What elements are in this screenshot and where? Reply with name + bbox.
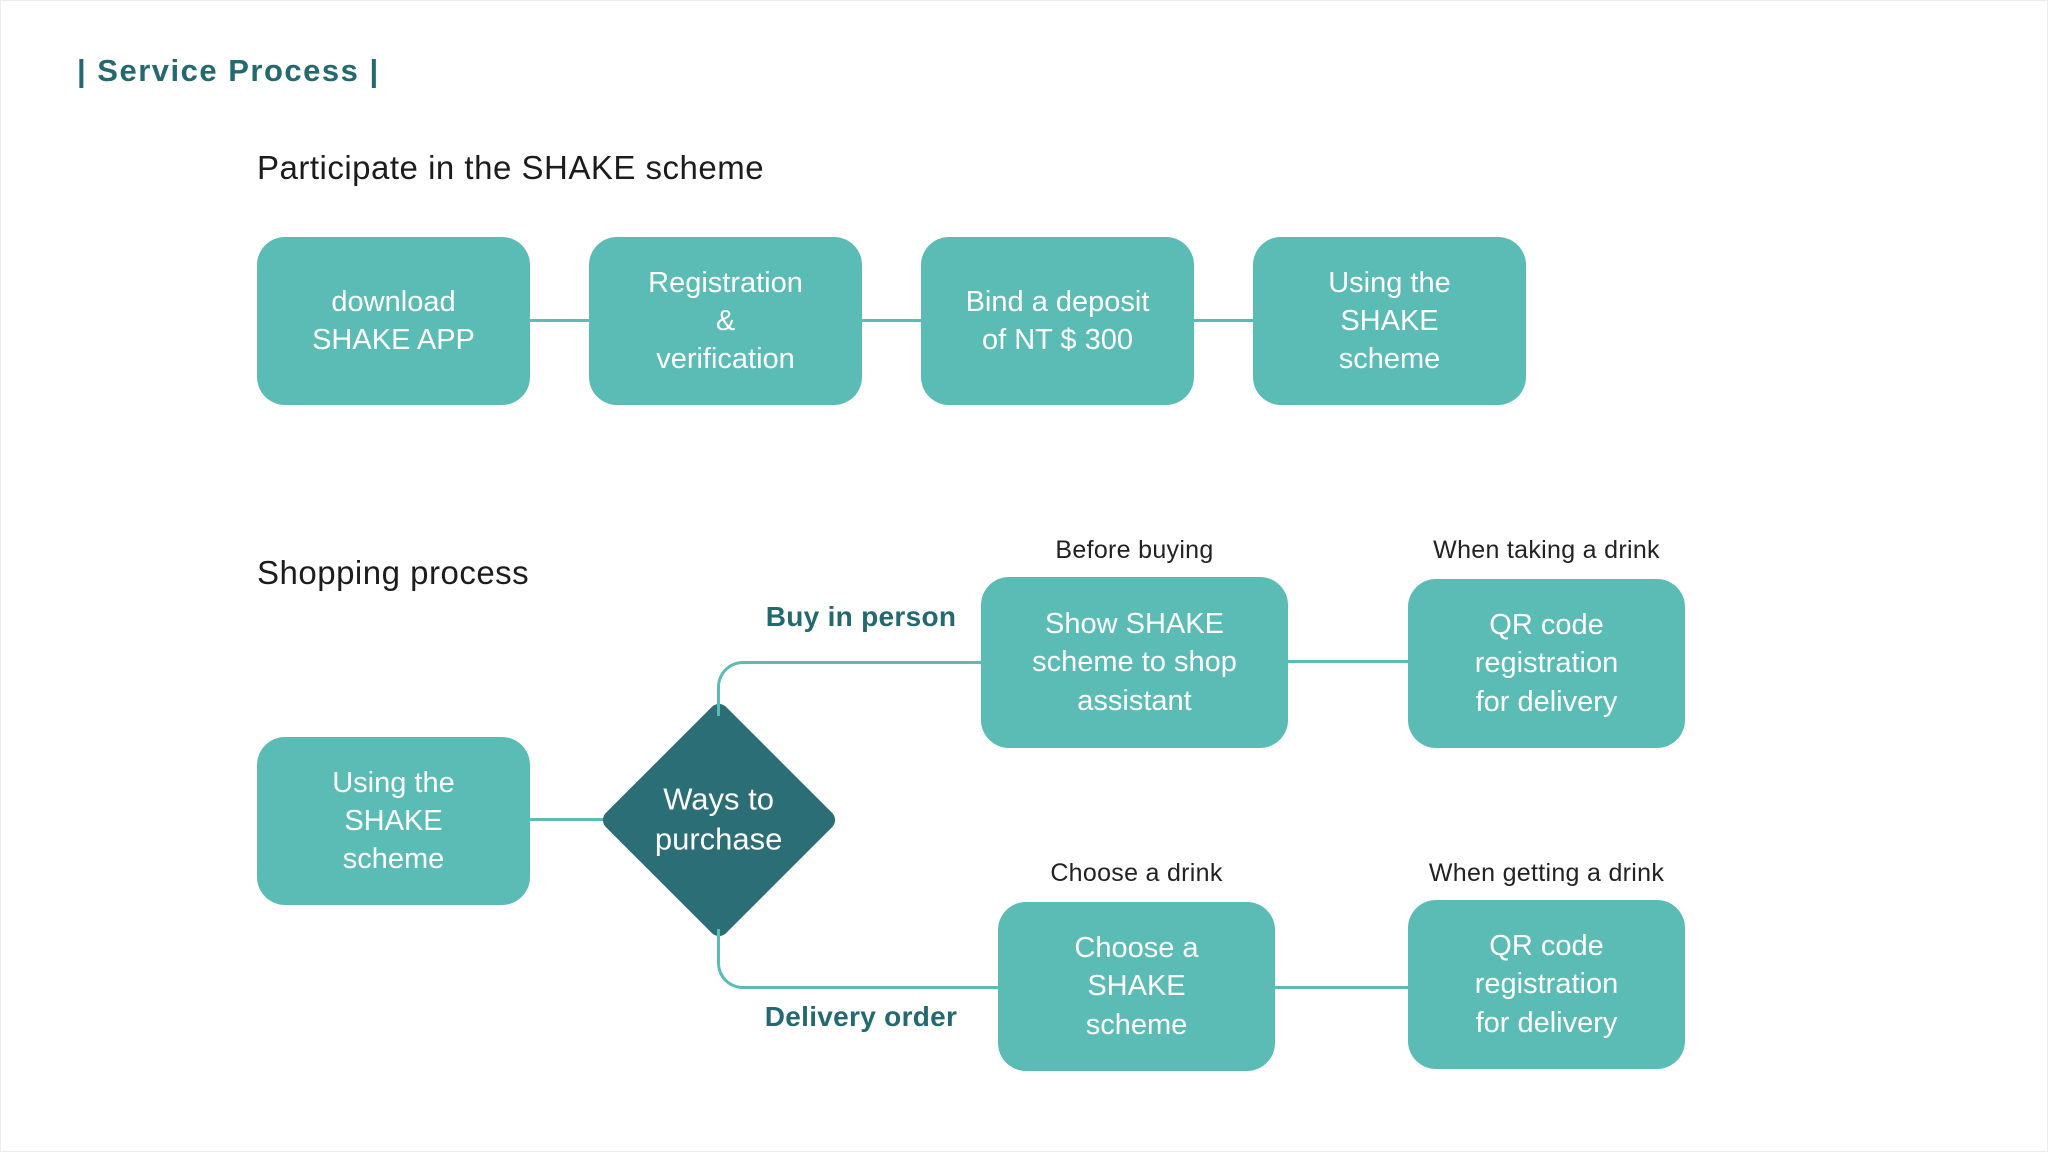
connector-line <box>1288 660 1408 663</box>
branch-label-buy-in-person: Buy in person <box>765 601 957 632</box>
page-title: | Service Process | <box>77 53 380 88</box>
flow1-step-registration: Registration & verification <box>589 237 862 405</box>
flow2-step-qr-bottom: QR code registration for delivery <box>1408 900 1685 1069</box>
flow2-step-qr-top: QR code registration for delivery <box>1408 579 1685 748</box>
flow2-heading: Shopping process <box>257 554 530 591</box>
flow2-step-choose-scheme: Choose a SHAKE scheme <box>998 902 1275 1071</box>
flow1-step-download: download SHAKE APP <box>257 237 530 405</box>
flow2-step-show-scheme: Show SHAKE scheme to shop assistant <box>981 577 1288 748</box>
connector-line <box>530 319 589 322</box>
branch-label-delivery-order: Delivery order <box>764 1001 958 1032</box>
flow2-start-box: Using the SHAKE scheme <box>257 737 530 905</box>
decision-diamond: Ways to purchase <box>598 699 840 941</box>
connector-elbow-bottom <box>717 929 998 989</box>
connector-line <box>862 319 921 322</box>
caption-choose-drink: Choose a drink <box>1050 859 1223 887</box>
caption-before-buying: Before buying <box>1055 536 1214 564</box>
flow1-heading: Participate in the SHAKE scheme <box>257 149 765 186</box>
caption-when-taking-drink: When taking a drink <box>1433 536 1660 564</box>
decision-label: Ways to purchase <box>655 781 783 857</box>
connector-line <box>530 818 608 821</box>
connector-line <box>1194 319 1253 322</box>
caption-when-getting-drink: When getting a drink <box>1428 859 1665 887</box>
connector-line <box>1275 986 1408 989</box>
flow1-step-deposit: Bind a deposit of NT $ 300 <box>921 237 1194 405</box>
flow1-step-using-scheme: Using the SHAKE scheme <box>1253 237 1526 405</box>
connector-elbow-top <box>717 661 981 716</box>
